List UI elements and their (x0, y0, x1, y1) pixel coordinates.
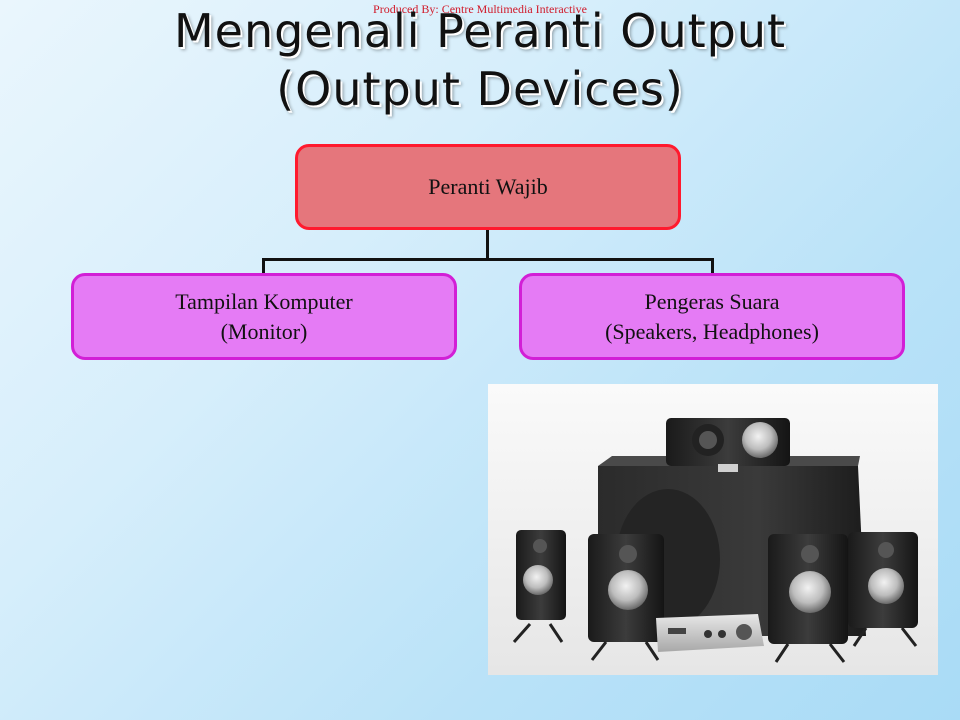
slide-title-line-1: Mengenali Peranti Output (173, 4, 787, 58)
speaker-system-photo (488, 384, 938, 675)
watermark: Produced By: Centre Multimedia Interacti… (373, 2, 587, 16)
node-monitor-line-1: Tampilan Komputer (175, 288, 353, 314)
connector-root-stem (486, 230, 489, 260)
connector-right-drop (711, 258, 714, 274)
connector-left-drop (262, 258, 265, 274)
right-front-speaker (768, 534, 848, 663)
slide-title-line-2: (Output Devices) (276, 62, 684, 116)
node-monitor-line-2: (Monitor) (220, 318, 308, 344)
connector-horizontal (262, 258, 714, 261)
diagram-root-node: Peranti Wajib (295, 144, 681, 230)
diagram-node-speakers: Pengeras Suara (Speakers, Headphones) (519, 273, 905, 360)
node-speakers-line-1: Pengeras Suara (644, 288, 780, 314)
speaker-system-illustration (488, 384, 938, 675)
left-surround-speaker (512, 530, 566, 643)
center-speaker (666, 418, 790, 472)
diagram-node-monitor: Tampilan Komputer (Monitor) (71, 273, 457, 360)
slide-title: Mengenali Peranti Output (Output Devices… (0, 2, 960, 118)
root-node-label: Peranti Wajib (428, 174, 548, 199)
amplifier (656, 614, 764, 652)
left-front-speaker (588, 534, 664, 661)
node-speakers-line-2: (Speakers, Headphones) (605, 318, 819, 344)
right-surround-speaker (848, 532, 918, 647)
